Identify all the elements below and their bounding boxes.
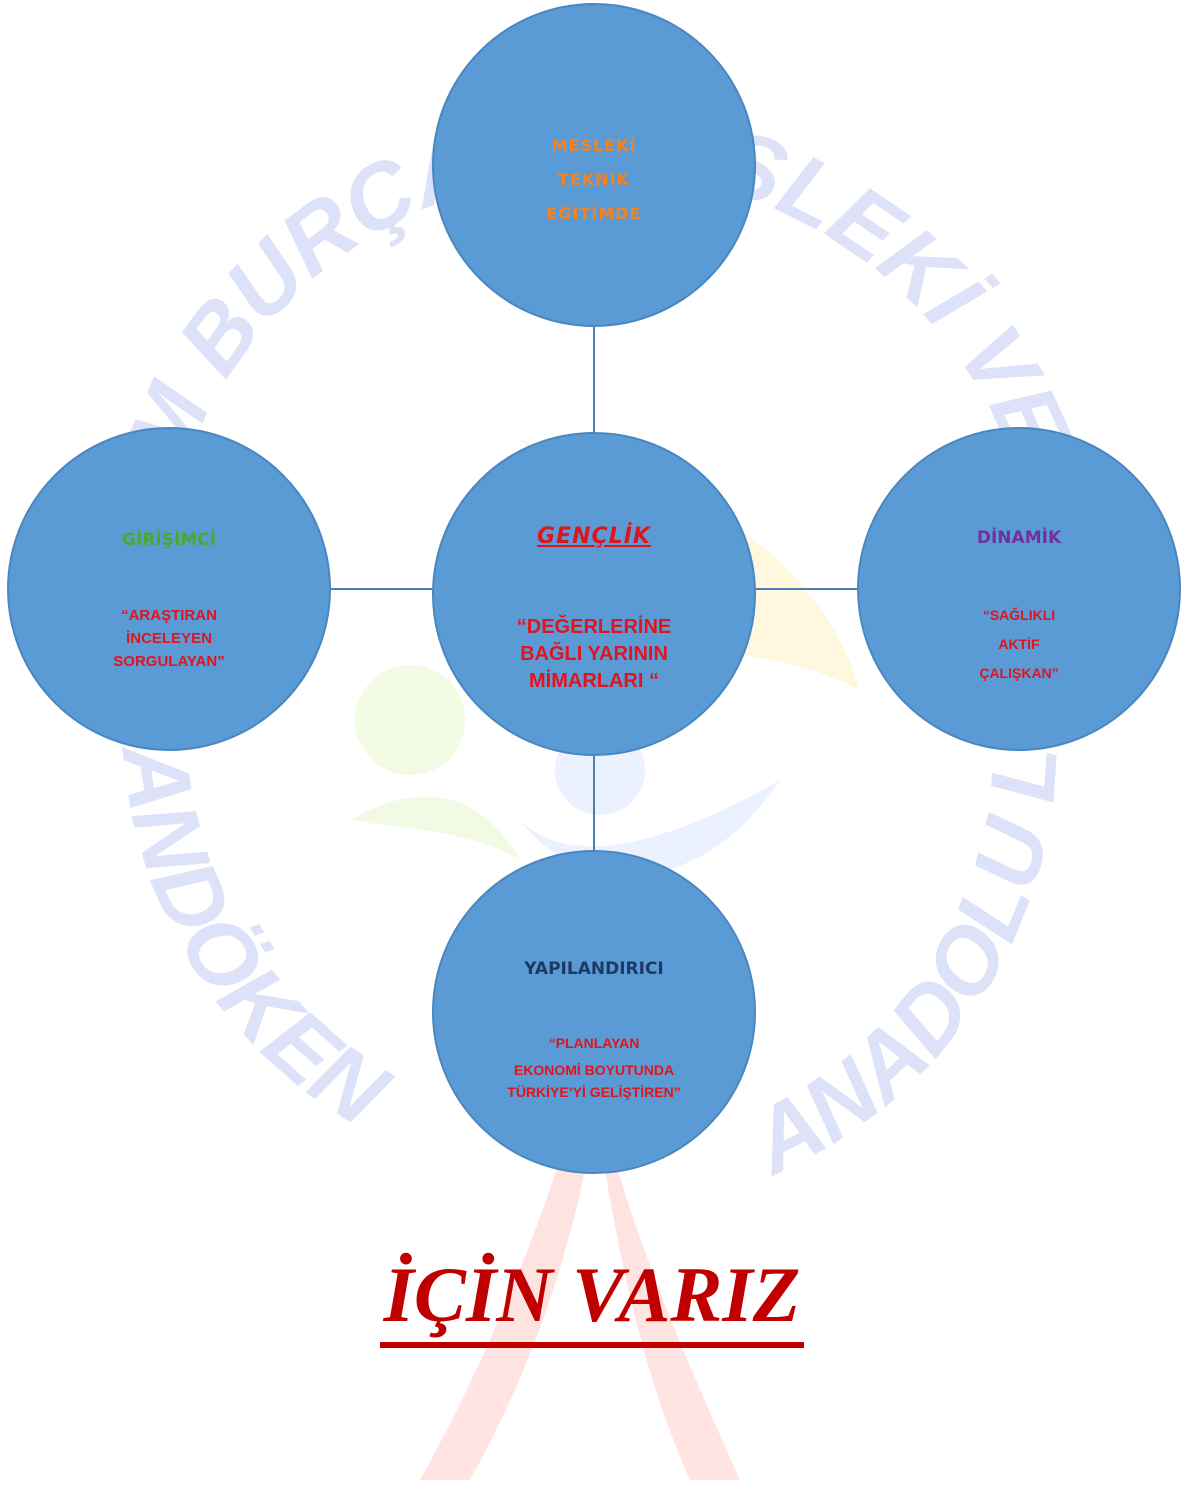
node-top-text: MESLEKİ TEKNİK EĞİTİMDE bbox=[434, 129, 754, 231]
node-center-circle: GENÇLİK “DEĞERLERİNE BAĞLI YARININ MİMAR… bbox=[432, 432, 756, 756]
node-right-line-2: AKTİF bbox=[998, 636, 1040, 652]
node-bottom-circle: YAPILANDIRICI “PLANLAYAN EKONOMİ BOYUTUN… bbox=[432, 850, 756, 1174]
node-center-line-3: MİMARLARI “ bbox=[529, 670, 659, 692]
node-bottom-line-3: TÜRKİYE’Yİ GELİŞTİREN” bbox=[507, 1084, 681, 1100]
node-left-text: “ARAŞTIRAN İNCELEYEN SORGULAYAN” bbox=[9, 604, 329, 673]
node-left-line-2: İNCELEYEN bbox=[126, 630, 212, 647]
node-bottom-heading: YAPILANDIRICI bbox=[524, 959, 664, 979]
node-center-line-1: “DEĞERLERİNE bbox=[516, 616, 672, 638]
node-left-heading: GİRİŞİMCİ bbox=[122, 530, 216, 550]
node-left-line-3: SORGULAYAN” bbox=[113, 653, 225, 670]
node-left-circle: GİRİŞİMCİ “ARAŞTIRAN İNCELEYEN SORGULAYA… bbox=[7, 427, 331, 751]
node-bottom-line-2: EKONOMİ BOYUTUNDA bbox=[513, 1062, 675, 1078]
node-bottom-text: “PLANLAYAN EKONOMİ BOYUTUNDA TÜRKİYE’Yİ … bbox=[434, 1030, 754, 1100]
footer-title: İÇİN VARIZ bbox=[0, 1251, 1184, 1348]
node-left-line-1: “ARAŞTIRAN bbox=[121, 607, 217, 624]
node-top-line-1: MESLEKİ bbox=[551, 136, 637, 155]
node-right-circle: DİNAMİK “SAĞLIKLI AKTİF ÇALIŞKAN” bbox=[857, 427, 1181, 751]
node-right-line-3: ÇALIŞKAN” bbox=[979, 665, 1059, 681]
node-top-line-2: TEKNİK bbox=[558, 170, 630, 189]
node-bottom-line-1: “PLANLAYAN bbox=[548, 1035, 640, 1051]
node-right-text: “SAĞLIKLI AKTİF ÇALIŞKAN” bbox=[859, 601, 1179, 688]
footer-title-text: İÇİN VARIZ bbox=[379, 1251, 805, 1348]
node-top-circle: MESLEKİ TEKNİK EĞİTİMDE bbox=[432, 3, 756, 327]
node-center-text: “DEĞERLERİNE BAĞLI YARININ MİMARLARI “ bbox=[434, 614, 754, 695]
node-right-heading: DİNAMİK bbox=[976, 528, 1062, 548]
node-center-line-2: BAĞLI YARININ bbox=[520, 643, 668, 665]
node-right-line-1: “SAĞLIKLI bbox=[982, 607, 1056, 623]
node-center-heading: GENÇLİK bbox=[537, 524, 651, 549]
node-top-line-3: EĞİTİMDE bbox=[546, 204, 642, 223]
